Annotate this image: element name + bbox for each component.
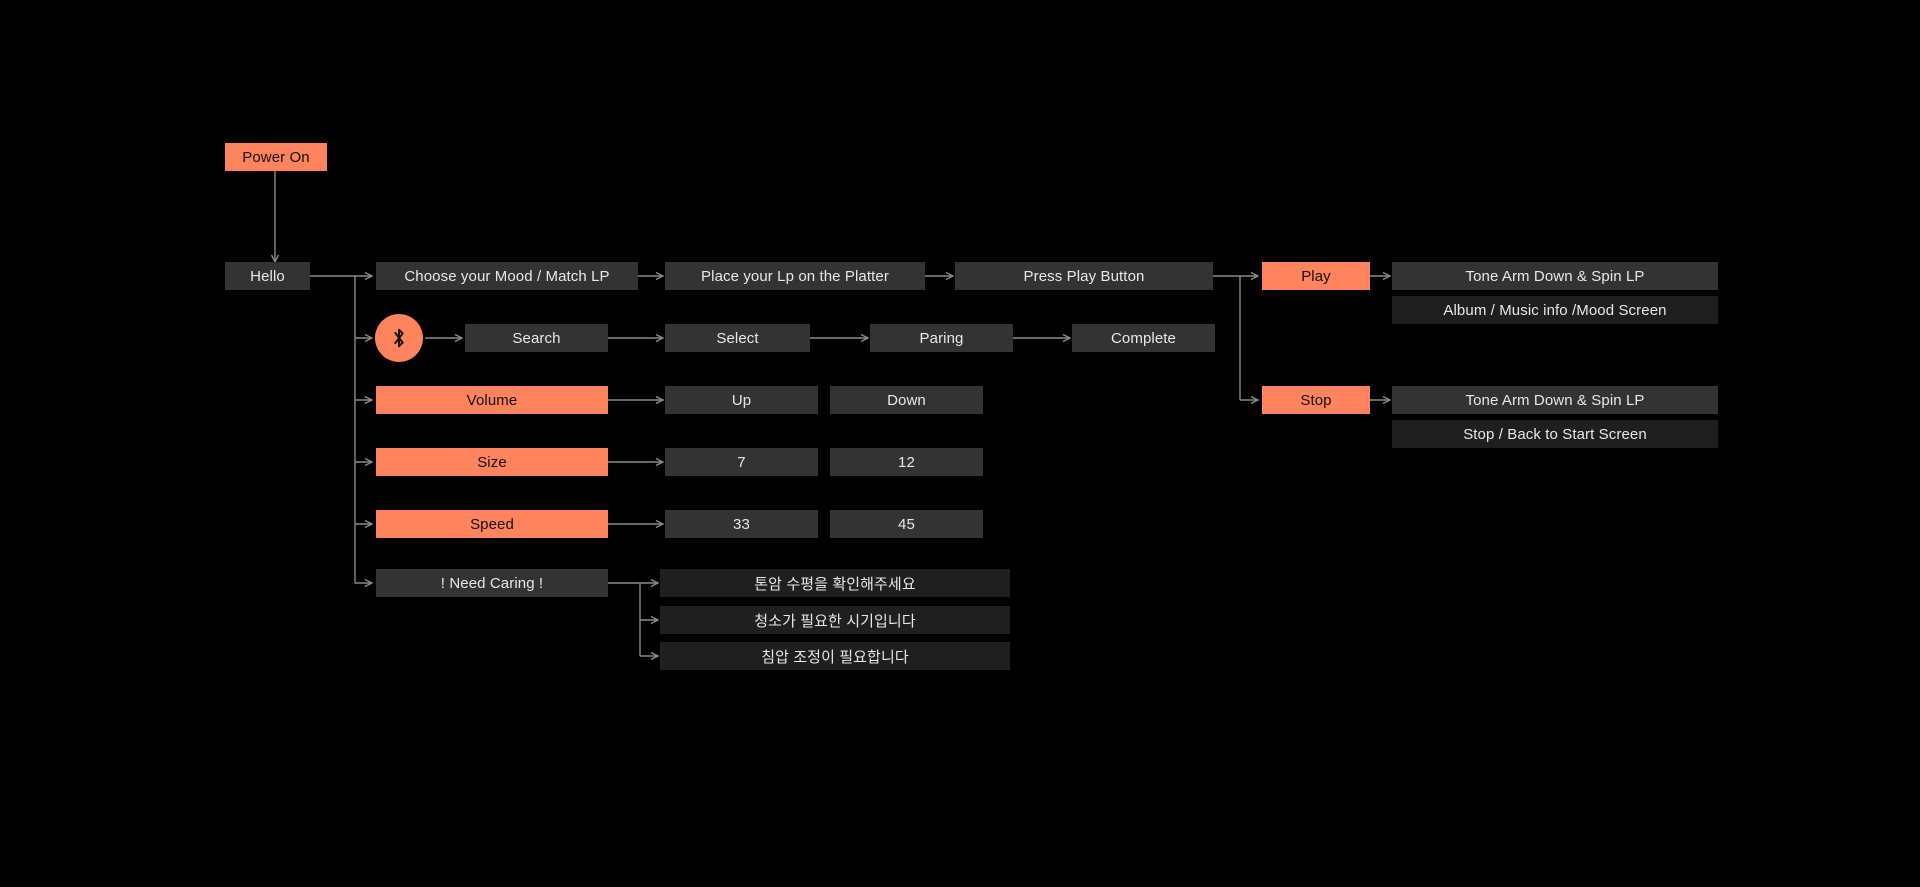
- node-place-lp[interactable]: Place your Lp on the Platter: [665, 262, 925, 290]
- node-care-message-1[interactable]: 톤암 수평을 확인해주세요: [660, 569, 1010, 597]
- node-play-output-screen[interactable]: Album / Music info /Mood Screen: [1392, 296, 1718, 324]
- node-power-on[interactable]: Power On: [225, 143, 327, 171]
- node-bt-complete[interactable]: Complete: [1072, 324, 1215, 352]
- node-hello[interactable]: Hello: [225, 262, 310, 290]
- node-size-12[interactable]: 12: [830, 448, 983, 476]
- node-play[interactable]: Play: [1262, 262, 1370, 290]
- node-volume-down[interactable]: Down: [830, 386, 983, 414]
- node-volume[interactable]: Volume: [376, 386, 608, 414]
- node-choose-mood[interactable]: Choose your Mood / Match LP: [376, 262, 638, 290]
- node-stop-output-tonearm[interactable]: Tone Arm Down & Spin LP: [1392, 386, 1718, 414]
- node-size-7[interactable]: 7: [665, 448, 818, 476]
- node-need-caring[interactable]: ! Need Caring !: [376, 569, 608, 597]
- node-size[interactable]: Size: [376, 448, 608, 476]
- node-bt-select[interactable]: Select: [665, 324, 810, 352]
- node-care-message-2[interactable]: 청소가 필요한 시기입니다: [660, 606, 1010, 634]
- node-press-play[interactable]: Press Play Button: [955, 262, 1213, 290]
- node-bt-paring[interactable]: Paring: [870, 324, 1013, 352]
- node-bluetooth[interactable]: [375, 314, 423, 362]
- node-volume-up[interactable]: Up: [665, 386, 818, 414]
- node-care-message-3[interactable]: 침압 조정이 필요합니다: [660, 642, 1010, 670]
- node-stop[interactable]: Stop: [1262, 386, 1370, 414]
- node-speed-33[interactable]: 33: [665, 510, 818, 538]
- node-play-output-tonearm[interactable]: Tone Arm Down & Spin LP: [1392, 262, 1718, 290]
- node-speed-45[interactable]: 45: [830, 510, 983, 538]
- node-stop-output-startscreen[interactable]: Stop / Back to Start Screen: [1392, 420, 1718, 448]
- bluetooth-icon: [390, 326, 408, 350]
- node-bt-search[interactable]: Search: [465, 324, 608, 352]
- node-speed[interactable]: Speed: [376, 510, 608, 538]
